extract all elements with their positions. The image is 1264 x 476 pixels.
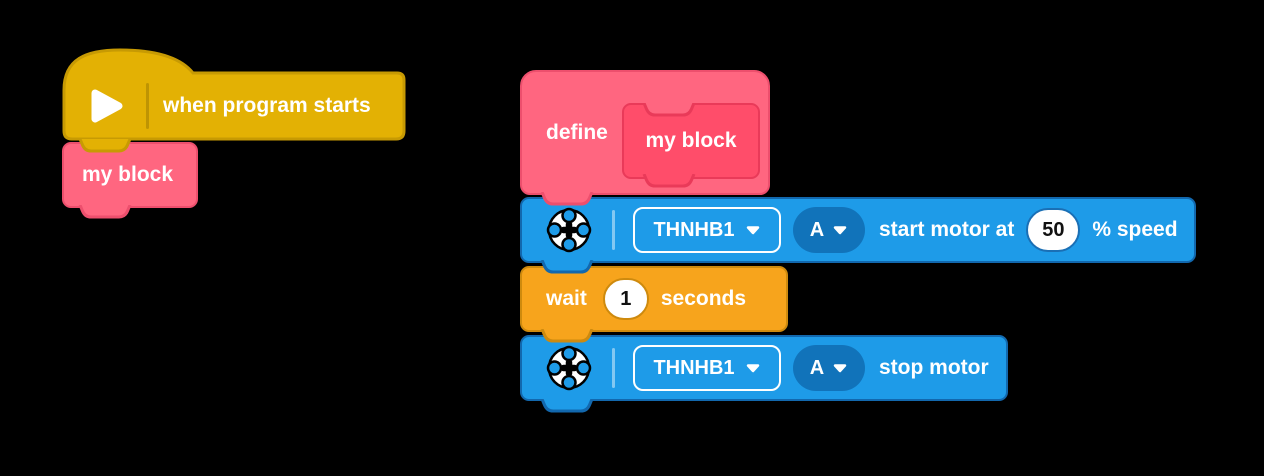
- speed-value: 50: [1042, 218, 1065, 241]
- chevron-down-icon: [746, 364, 759, 373]
- chevron-down-icon: [833, 364, 847, 373]
- block-divider: [146, 82, 149, 129]
- block-bump: [540, 192, 594, 206]
- speed-input[interactable]: 50: [1026, 208, 1081, 252]
- block-bump: [642, 174, 696, 188]
- block-bump: [540, 260, 594, 274]
- motor-icon: [546, 345, 592, 391]
- wait-block[interactable]: wait 1 seconds: [520, 266, 788, 332]
- hub-dropdown[interactable]: THNHB1: [633, 345, 781, 391]
- stop-motor-block[interactable]: THNHB1 A stop motor: [520, 335, 1008, 401]
- define-keyword-label: define: [546, 120, 608, 144]
- wait-text-after: seconds: [660, 287, 747, 310]
- stop-motor-label: stop motor: [879, 356, 989, 379]
- chevron-down-icon: [833, 226, 847, 235]
- hat-block-content: when program starts: [62, 73, 406, 138]
- start-motor-text-after: % speed: [1092, 218, 1178, 241]
- block-bump: [540, 329, 594, 343]
- port-dropdown-value: A: [809, 218, 825, 241]
- wait-text-before: wait: [546, 287, 587, 310]
- port-dropdown[interactable]: A: [793, 345, 865, 391]
- hat-block-shape: [62, 48, 406, 141]
- port-dropdown[interactable]: A: [793, 207, 865, 253]
- hub-dropdown[interactable]: THNHB1: [633, 207, 781, 253]
- block-bump: [540, 399, 594, 413]
- duration-value: 1: [620, 287, 632, 310]
- start-motor-text-before: start motor at: [879, 218, 1015, 241]
- block-divider: [612, 210, 615, 250]
- define-block[interactable]: define my block: [520, 70, 770, 195]
- hub-dropdown-value: THNHB1: [653, 218, 735, 241]
- block-bump: [78, 205, 132, 219]
- my-block-prototype-label: my block: [645, 129, 737, 152]
- my-block-prototype[interactable]: my block: [622, 103, 760, 188]
- my-block-call-label: my block: [82, 163, 174, 186]
- block-divider: [612, 348, 615, 388]
- duration-input[interactable]: 1: [602, 278, 649, 320]
- play-icon: [91, 89, 123, 122]
- when-program-starts-label: when program starts: [163, 93, 371, 117]
- start-motor-block[interactable]: THNHB1 A start motor at 50 % speed: [520, 197, 1196, 263]
- chevron-down-icon: [746, 226, 759, 235]
- motor-icon: [546, 207, 592, 253]
- port-dropdown-value: A: [809, 356, 825, 379]
- hub-dropdown-value: THNHB1: [653, 356, 735, 379]
- block-bump: [78, 139, 132, 153]
- block-notch: [642, 103, 696, 117]
- when-program-starts-block[interactable]: when program starts: [62, 48, 406, 142]
